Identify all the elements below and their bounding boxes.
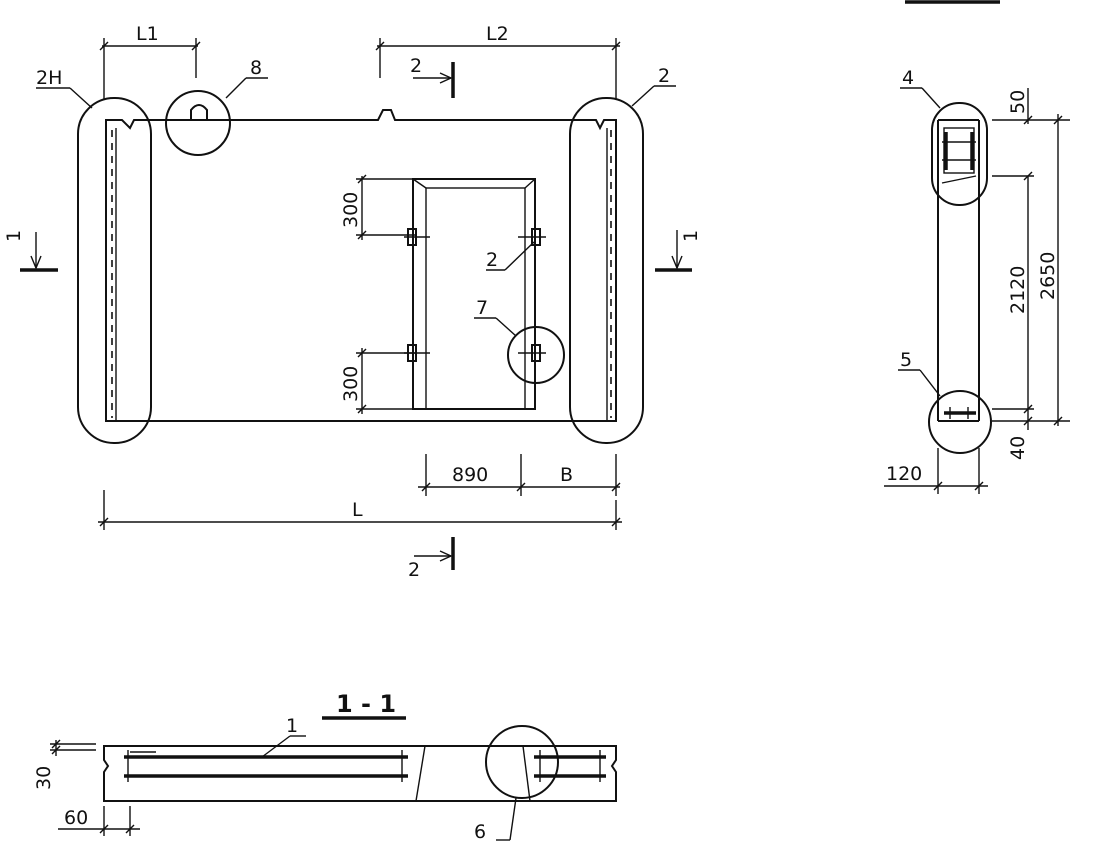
door-frame-inner: [425, 187, 526, 410]
dim-40: 40: [1007, 436, 1029, 460]
callout-2-door: 2: [486, 249, 498, 271]
dim-2650: 2650: [1037, 252, 1059, 300]
section-1-1-title: 1 - 1: [336, 690, 396, 718]
callout-1-bar: 1: [286, 715, 298, 737]
door-opening: [404, 178, 565, 410]
detail-capsule-right: [569, 97, 644, 444]
callout-8: 8: [250, 57, 262, 79]
break-line: [415, 745, 426, 802]
detail-6-circle: [485, 725, 559, 799]
dim-120: 120: [886, 463, 922, 485]
dim-50: 50: [1007, 90, 1029, 114]
cut-1-right: 1: [680, 230, 702, 242]
dim-30: 30: [33, 766, 55, 790]
cut-1-left: 1: [3, 230, 25, 242]
callout-7: 7: [476, 297, 488, 319]
callout-5: 5: [900, 349, 912, 371]
dim-2120: 2120: [1007, 266, 1029, 314]
panel-elevation: L1 L2 890 B L 300: [3, 23, 702, 581]
cut-2-top: 2: [410, 55, 422, 77]
dim-l1: L1: [136, 23, 159, 45]
cut-2-bottom: 2: [408, 559, 420, 581]
dim-300-top: 300: [340, 192, 362, 228]
callout-6: 6: [474, 821, 486, 843]
callout-4: 4: [902, 67, 914, 89]
dim-l2: L2: [486, 23, 509, 45]
callout-2-right: 2: [658, 65, 670, 87]
section-2-2: 50 2120 2650 40 120 4 5: [884, 67, 1070, 494]
dim-890: 890: [452, 464, 488, 486]
callout-2h: 2H: [36, 67, 62, 89]
section-1-1-outline: [103, 745, 617, 802]
detail-7-circle: [507, 326, 565, 384]
detail-5-circle: [928, 390, 992, 454]
dim-b: B: [560, 464, 573, 486]
detail-capsule-left: [77, 97, 152, 444]
detail-8-circle: [165, 90, 231, 156]
dim-300-bottom: 300: [340, 366, 362, 402]
detail-4-capsule: [931, 102, 988, 206]
dim-l: L: [352, 499, 363, 521]
panel-outline: [105, 109, 617, 422]
dim-60: 60: [64, 807, 88, 829]
section-1-1: 1 - 1 1 6 30: [33, 690, 617, 843]
lifting-loop: [190, 104, 208, 120]
